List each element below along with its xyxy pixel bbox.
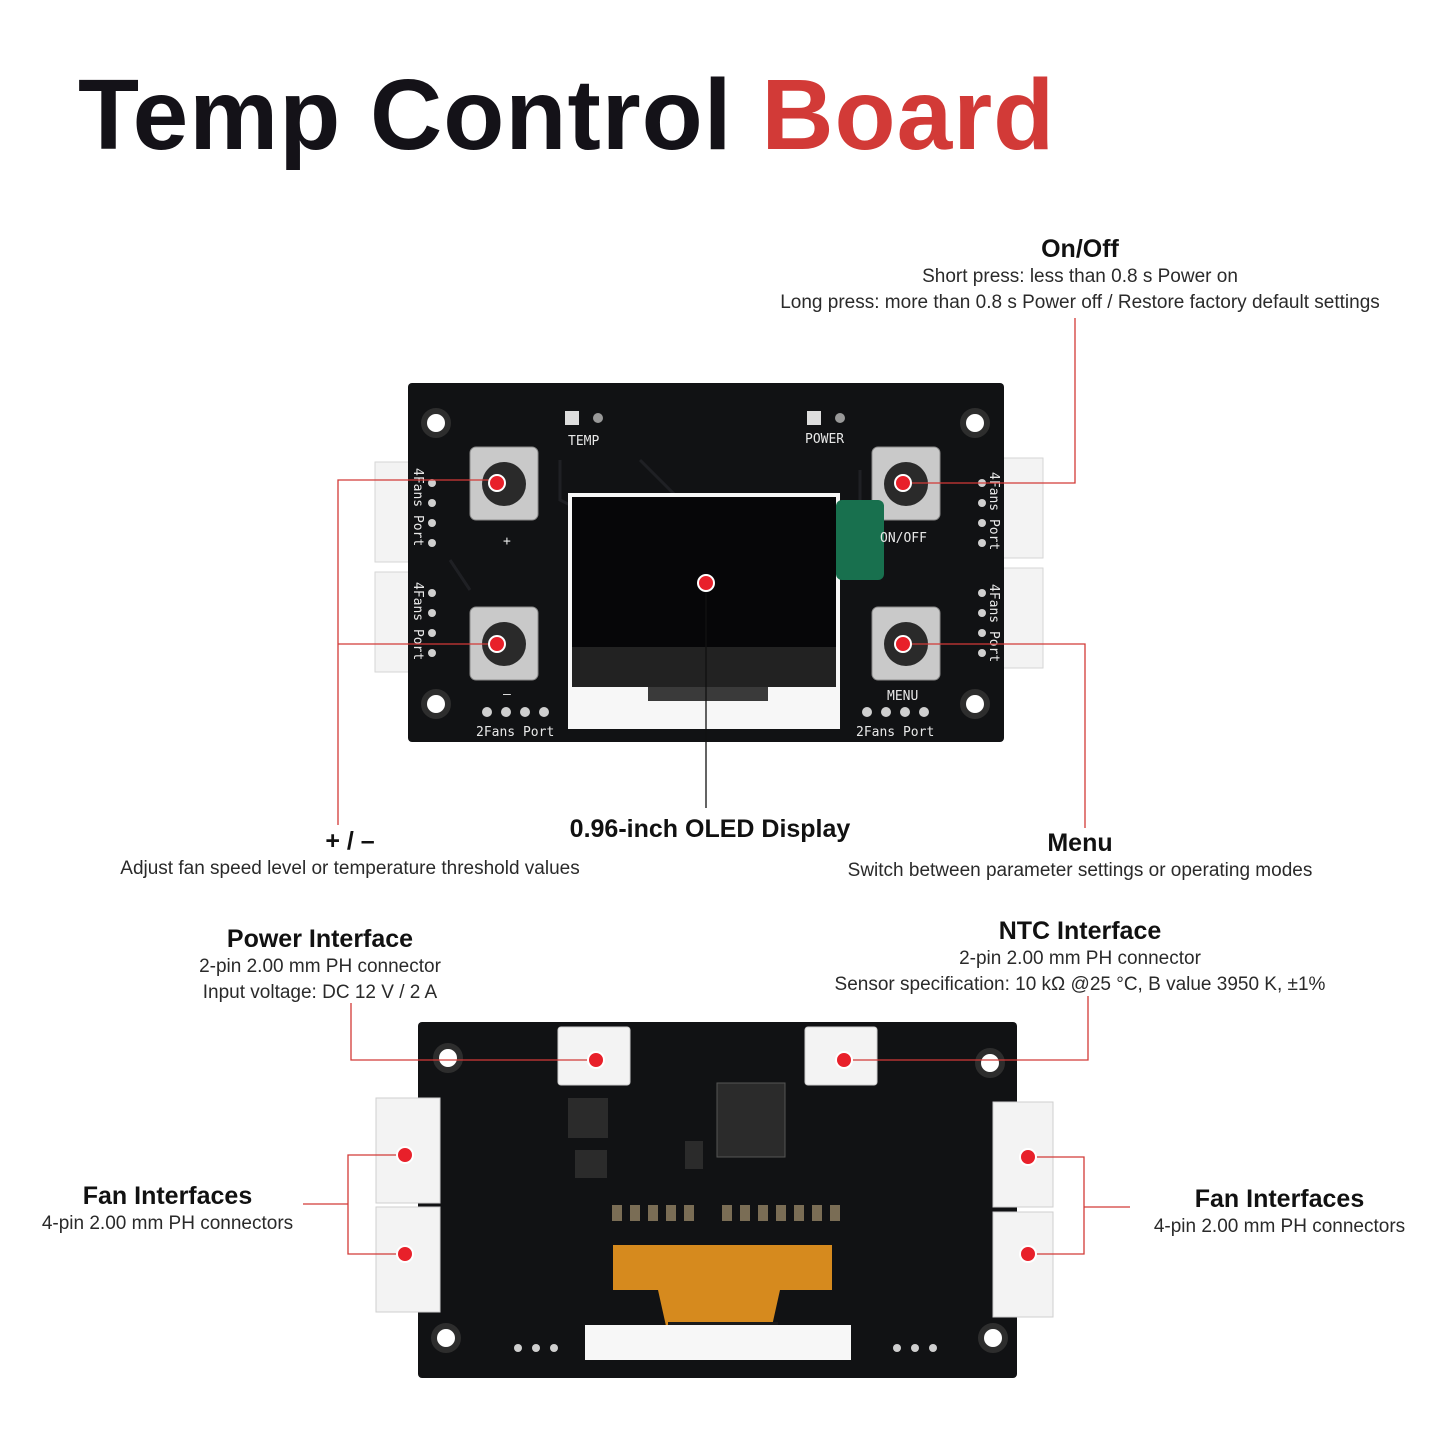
fan-left-callout-line bbox=[347, 1154, 405, 1255]
onoff-label: On/Off Short press: less than 0.8 s Powe… bbox=[740, 235, 1420, 316]
silk-onoff: ON/OFF bbox=[880, 531, 927, 546]
menu-label: Menu Switch between parameter settings o… bbox=[810, 829, 1350, 884]
silk-temp: TEMP bbox=[568, 434, 599, 449]
markers bbox=[396, 474, 1037, 1263]
onoff-line2: Long press: more than 0.8 s Power off / … bbox=[780, 292, 1380, 313]
fan-right-label: Fan Interfaces 4-pin 2.00 mm PH connecto… bbox=[1132, 1185, 1427, 1240]
silk-minus: – bbox=[503, 687, 511, 702]
silk-plus: + bbox=[503, 534, 511, 549]
marker-ntc bbox=[835, 1051, 853, 1069]
fan-right-line1: 4-pin 2.00 mm PH connectors bbox=[1153, 1216, 1406, 1237]
silk-2fans-right: 2Fans Port bbox=[856, 725, 934, 740]
marker-minus bbox=[488, 635, 506, 653]
oled-label: 0.96-inch OLED Display bbox=[540, 815, 880, 844]
fan-left-line1: 4-pin 2.00 mm PH connectors bbox=[41, 1213, 294, 1234]
plusminus-label: + / – Adjust fan speed level or temperat… bbox=[80, 827, 620, 882]
onoff-callout-line bbox=[906, 318, 1076, 484]
fan-right-heading: Fan Interfaces bbox=[1194, 1185, 1365, 1213]
silk-menu: MENU bbox=[887, 689, 918, 704]
power-line2: Input voltage: DC 12 V / 2 A bbox=[202, 982, 438, 1003]
title-part1: Temp Control bbox=[78, 59, 733, 171]
page-title: Temp Control Board bbox=[78, 58, 1055, 173]
marker-fan-left-2 bbox=[396, 1245, 414, 1263]
title-part2: Board bbox=[761, 59, 1056, 171]
marker-plus bbox=[488, 474, 506, 492]
ntc-line2: Sensor specification: 10 kΩ @25 °C, B va… bbox=[834, 974, 1326, 995]
fan-left-heading: Fan Interfaces bbox=[82, 1182, 253, 1210]
plusminus-callout-top bbox=[337, 479, 497, 825]
front-board: TEMP POWER ON/OFF MENU + – 2Fans Port 2F… bbox=[374, 383, 1044, 742]
silk-4fans-lt: 4Fans Port bbox=[410, 468, 425, 546]
marker-fan-right-2 bbox=[1019, 1245, 1037, 1263]
ntc-heading: NTC Interface bbox=[998, 917, 1162, 945]
silk-4fans-rt: 4Fans Port bbox=[986, 472, 1001, 550]
marker-fan-right-1 bbox=[1019, 1148, 1037, 1166]
plusminus-heading: + / – bbox=[325, 827, 375, 855]
power-label: Power Interface 2-pin 2.00 mm PH connect… bbox=[170, 925, 470, 1006]
plusminus-line1: Adjust fan speed level or temperature th… bbox=[120, 858, 580, 879]
menu-line1: Switch between parameter settings or ope… bbox=[847, 860, 1313, 881]
silk-4fans-rb: 4Fans Port bbox=[986, 584, 1001, 662]
menu-callout-line bbox=[906, 643, 1086, 828]
marker-menu bbox=[894, 635, 912, 653]
marker-fan-left-1 bbox=[396, 1146, 414, 1164]
marker-power bbox=[587, 1051, 605, 1069]
power-line1: 2-pin 2.00 mm PH connector bbox=[199, 956, 441, 977]
silk-4fans-lb: 4Fans Port bbox=[410, 582, 425, 660]
marker-onoff bbox=[894, 474, 912, 492]
menu-heading: Menu bbox=[1047, 829, 1113, 857]
onoff-line1: Short press: less than 0.8 s Power on bbox=[922, 266, 1238, 287]
onoff-heading: On/Off bbox=[1041, 235, 1119, 263]
ntc-label: NTC Interface 2-pin 2.00 mm PH connector… bbox=[800, 917, 1360, 998]
fan-left-label: Fan Interfaces 4-pin 2.00 mm PH connecto… bbox=[20, 1182, 315, 1237]
power-callout-line bbox=[350, 1003, 596, 1061]
power-heading: Power Interface bbox=[226, 925, 414, 953]
oled-heading: 0.96-inch OLED Display bbox=[569, 815, 851, 843]
marker-oled bbox=[697, 574, 715, 592]
silk-2fans-left: 2Fans Port bbox=[476, 725, 554, 740]
fan-right-callout-line bbox=[1028, 1156, 1085, 1255]
oled-display bbox=[568, 493, 884, 729]
ntc-line1: 2-pin 2.00 mm PH connector bbox=[959, 948, 1201, 969]
back-board bbox=[375, 1022, 1054, 1378]
ntc-callout-line bbox=[844, 996, 1089, 1061]
silk-power: POWER bbox=[805, 432, 844, 447]
